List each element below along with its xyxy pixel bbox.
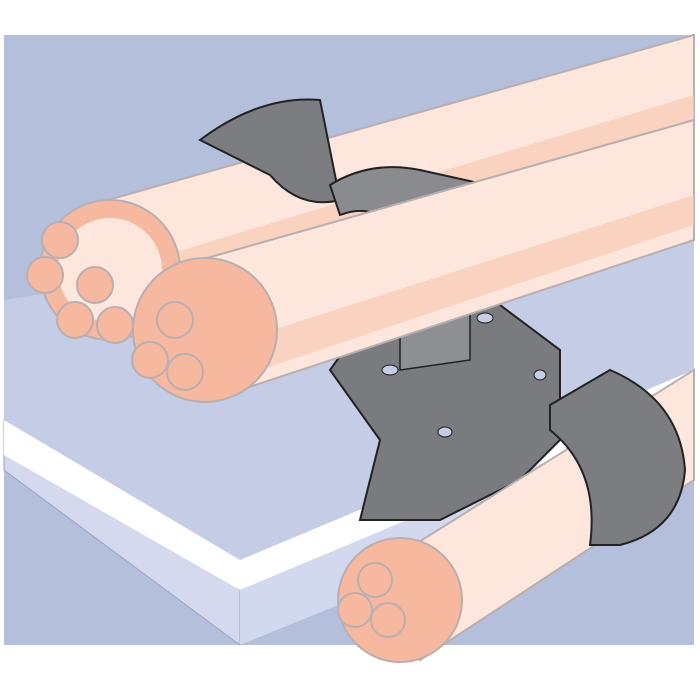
clip-lower <box>549 368 687 546</box>
beam-edge-highlight <box>4 420 240 590</box>
cable-front-main <box>131 118 695 403</box>
